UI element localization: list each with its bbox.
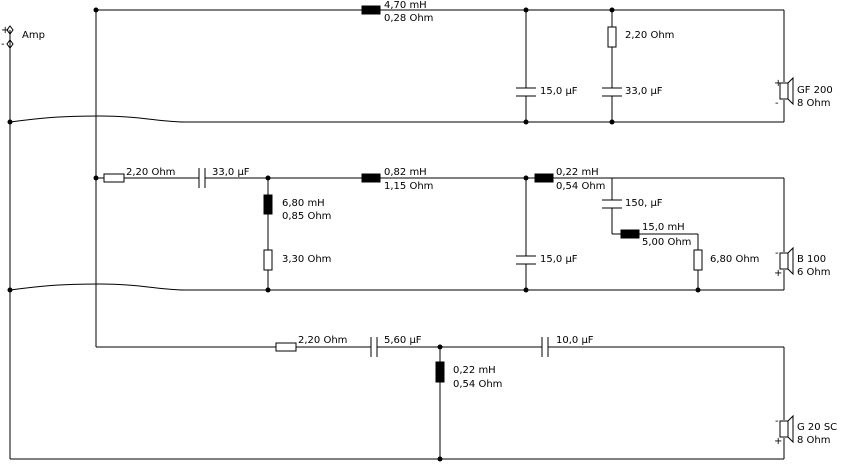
woofer-c-series1-label: 5,60 µF <box>384 335 422 346</box>
midrange-series-capacitor-icon <box>198 168 206 188</box>
woofer-shunt-inductor-icon <box>435 361 445 383</box>
tweeter-polarity-plus: + <box>774 78 782 89</box>
midrange-l-series2-value: 0,22 mH <box>556 167 599 178</box>
midrange-series-resistor-icon <box>103 173 125 183</box>
woofer-series-resistor-icon <box>275 342 297 352</box>
midrange-l-notch-resistance: 5,00 Ohm <box>642 237 691 248</box>
tweeter-c-notch-label: 33,0 µF <box>625 86 663 97</box>
woofer-section: 2,20 Ohm 5,60 µF 10,0 µF 0,22 mH 0,54 Oh… <box>275 335 837 447</box>
woofer-r-series-label: 2,20 Ohm <box>298 335 347 346</box>
junction-dots <box>7 7 701 462</box>
amp-label: Amp <box>22 30 45 41</box>
woofer-l-shunt-resistance: 0,54 Ohm <box>453 379 502 390</box>
amp-minus-sign: - <box>1 39 5 50</box>
tweeter-l-series-value: 4,70 mH <box>384 0 427 11</box>
midrange-shunt-inductor-icon <box>263 194 273 215</box>
woofer-polarity-minus: - <box>775 416 779 427</box>
tweeter-shunt-capacitor-icon <box>516 87 536 97</box>
woofer-l-shunt-value: 0,22 mH <box>453 365 496 376</box>
tweeter-r-notch-label: 2,20 Ohm <box>625 30 674 41</box>
midrange-l-series2-resistance: 0,54 Ohm <box>556 181 605 192</box>
wires <box>9 9 785 460</box>
midrange-polarity-minus: - <box>775 248 779 259</box>
midrange-c-shunt-label: 15,0 µF <box>540 254 578 265</box>
midrange-notch-resistor-icon <box>693 249 703 271</box>
tweeter-c-shunt-label: 15,0 µF <box>540 86 578 97</box>
midrange-series-inductor-1-icon <box>361 173 381 183</box>
midrange-shunt-capacitor-icon <box>516 255 536 265</box>
midrange-r-series-label: 2,20 Ohm <box>126 167 175 178</box>
midrange-notch-capacitor-icon <box>602 199 622 209</box>
midrange-section: 2,20 Ohm 33,0 µF 6,80 mH 0,85 Ohm 3,30 O… <box>103 167 831 279</box>
tweeter-notch-capacitor-icon <box>602 87 622 97</box>
midrange-l-series1-resistance: 1,15 Ohm <box>384 181 433 192</box>
tweeter-series-inductor-icon <box>361 5 381 15</box>
woofer-speaker-impedance: 8 Ohm <box>797 435 831 446</box>
midrange-l-shunt-value: 6,80 mH <box>282 198 325 209</box>
amp-minus-terminal-icon <box>6 39 14 49</box>
tweeter-speaker-icon <box>779 76 794 106</box>
midrange-r-shunt-label: 3,30 Ohm <box>282 254 331 265</box>
midrange-series-inductor-2-icon <box>534 173 554 183</box>
midrange-speaker-name: B 100 <box>797 254 826 265</box>
midrange-c-series-label: 33,0 µF <box>212 167 250 178</box>
amp-input: + - Amp <box>1 25 45 50</box>
woofer-series-capacitor-2-icon <box>541 337 549 357</box>
midrange-speaker-impedance: 6 Ohm <box>797 267 831 278</box>
midrange-l-series1-value: 0,82 mH <box>384 167 427 178</box>
woofer-speaker-name: G 20 SC <box>797 422 837 433</box>
midrange-speaker-icon <box>779 246 794 276</box>
tweeter-polarity-minus: - <box>775 98 779 109</box>
tweeter-l-series-resistance: 0,28 Ohm <box>384 13 433 24</box>
woofer-c-series2-label: 10,0 µF <box>556 335 594 346</box>
tweeter-notch-resistor-icon <box>607 26 617 48</box>
midrange-l-shunt-resistance: 0,85 Ohm <box>282 211 331 222</box>
midrange-c-notch-label: 150, µF <box>625 198 663 209</box>
woofer-series-capacitor-1-icon <box>370 337 378 357</box>
midrange-l-notch-value: 15,0 mH <box>642 222 685 233</box>
woofer-speaker-icon <box>779 414 794 444</box>
woofer-polarity-plus: + <box>774 436 782 447</box>
amp-plus-terminal-icon <box>6 25 14 35</box>
tweeter-speaker-impedance: 8 Ohm <box>797 98 831 109</box>
midrange-notch-inductor-icon <box>620 229 640 239</box>
midrange-polarity-plus: + <box>774 268 782 279</box>
midrange-shunt-resistor-icon <box>263 249 273 271</box>
amp-plus-sign: + <box>1 25 9 36</box>
tweeter-section: 4,70 mH 0,28 Ohm 2,20 Ohm 15,0 µF 33,0 µ… <box>361 0 833 109</box>
tweeter-speaker-name: GF 200 <box>797 85 833 96</box>
midrange-r-notch-label: 6,80 Ohm <box>710 254 759 265</box>
